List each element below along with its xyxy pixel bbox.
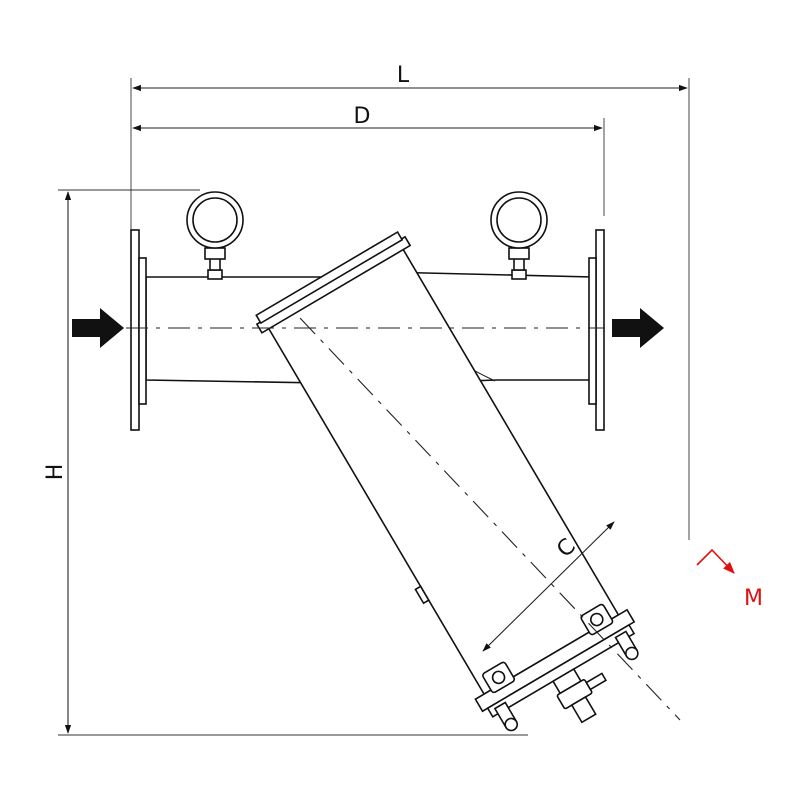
dimension-h-label: H [43, 464, 68, 481]
dimension-l-label: L [397, 63, 410, 88]
branch-centerline [299, 317, 681, 721]
outlet-pressure-gauge-icon [490, 191, 548, 280]
dimension-l: L [130, 63, 690, 540]
outlet-flow-arrow-icon [612, 308, 664, 348]
inlet-flange [130, 229, 147, 431]
dimension-d: D [132, 104, 605, 216]
callout-m-arrow-icon [696, 548, 735, 574]
inlet-flow-arrow-icon [72, 308, 124, 348]
dimension-h: H [43, 189, 528, 736]
outlet-flange [588, 229, 605, 431]
dimension-d-label: D [354, 104, 371, 129]
callout-m-label: M [744, 586, 763, 611]
callout-m: M [696, 548, 763, 611]
strainer-body [145, 230, 639, 732]
inlet-pressure-gauge-icon [186, 191, 244, 280]
